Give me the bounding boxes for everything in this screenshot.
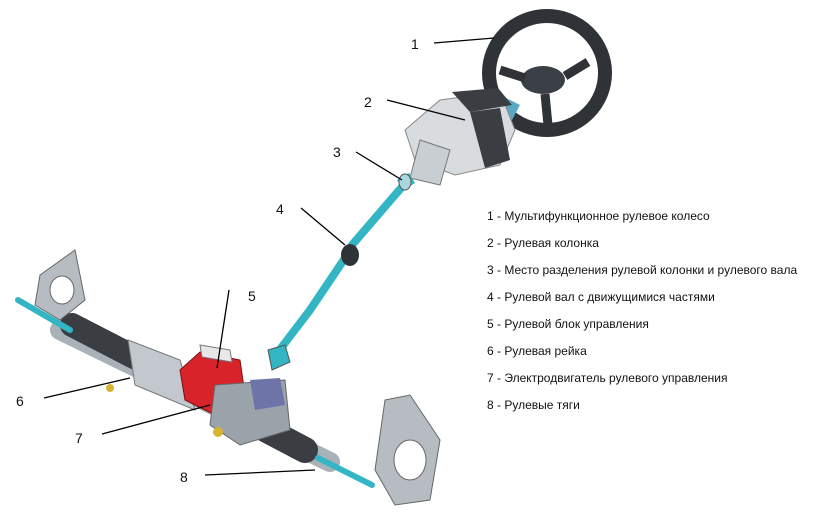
callout-7: 7 (75, 430, 83, 446)
legend-item-4: 4 - Рулевой вал с движущимися частями (487, 290, 715, 304)
legend-item-8: 8 - Рулевые тяги (487, 398, 580, 412)
callout-5: 5 (248, 288, 256, 304)
leader-lines (43, 37, 495, 476)
steering-shaft (267, 172, 416, 371)
legend-item-7: 7 - Электродвигатель рулевого управления (487, 371, 728, 385)
legend-item-5: 5 - Рулевой блок управления (487, 317, 649, 331)
legend: 1 - Мультифункционное рулевое колесо 2 -… (487, 206, 797, 422)
left-steering-knuckle (15, 249, 86, 333)
steering-column (404, 88, 520, 186)
callout-6: 6 (16, 393, 24, 409)
right-steering-knuckle (315, 394, 441, 506)
steering-motor (106, 344, 291, 446)
legend-item-1: 1 - Мультифункционное рулевое колесо (487, 209, 710, 223)
callout-8: 8 (180, 469, 188, 485)
steering-wheel (482, 9, 612, 137)
legend-item-2: 2 - Рулевая колонка (487, 236, 599, 250)
legend-item-6: 6 - Рулевая рейка (487, 344, 587, 358)
callout-4: 4 (276, 201, 284, 217)
callout-2: 2 (364, 94, 372, 110)
callout-3: 3 (333, 144, 341, 160)
legend-item-3: 3 - Место разделения рулевой колонки и р… (487, 263, 798, 277)
callout-1: 1 (411, 36, 419, 52)
